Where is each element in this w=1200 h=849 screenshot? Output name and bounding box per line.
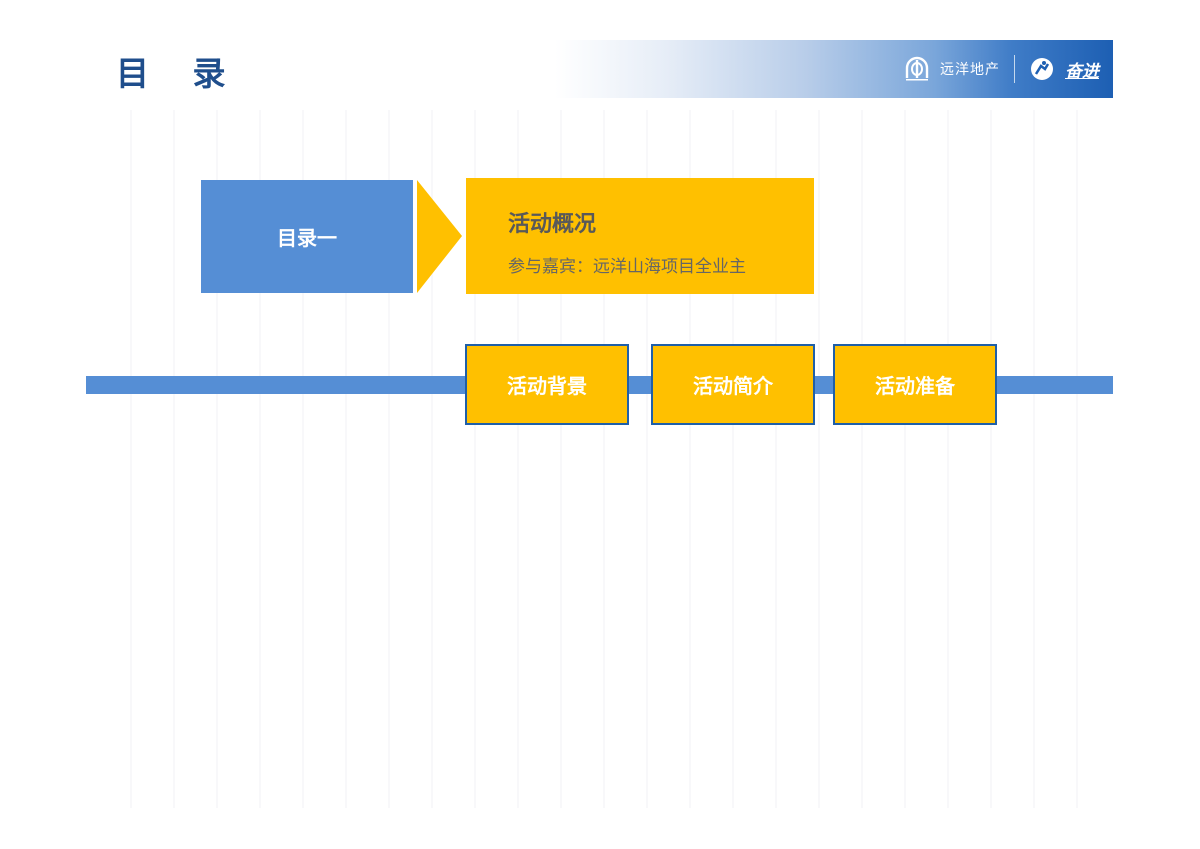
summary-title: 活动概况 <box>508 212 597 237</box>
step-label: 活动准备 <box>875 374 955 398</box>
step-label: 活动简介 <box>693 374 773 398</box>
step-activity-background[interactable]: 活动背景 <box>465 344 629 425</box>
runner-emblem-icon <box>1031 58 1053 80</box>
step-activity-preparation[interactable]: 活动准备 <box>833 344 997 425</box>
sino-ocean-logo-icon <box>905 56 929 81</box>
page-title: 目 录 <box>116 54 242 93</box>
brand-slogan: 奋进 <box>1065 61 1099 82</box>
toc-section-label: 目录一 <box>277 226 337 250</box>
summary-box: 活动概况 参与嘉宾：远洋山海项目全业主 <box>466 178 814 294</box>
step-label: 活动背景 <box>507 374 587 398</box>
logo-divider <box>1014 55 1015 83</box>
chevron-right-icon <box>417 180 462 293</box>
toc-section-box[interactable]: 目录一 <box>201 180 413 293</box>
company-name: 远洋地产 <box>940 62 1000 78</box>
header-banner: 远洋地产 奋进 <box>555 40 1113 98</box>
step-activity-intro[interactable]: 活动简介 <box>651 344 815 425</box>
summary-subtitle: 参与嘉宾：远洋山海项目全业主 <box>508 257 746 277</box>
logo-group: 远洋地产 奋进 <box>904 40 1099 98</box>
